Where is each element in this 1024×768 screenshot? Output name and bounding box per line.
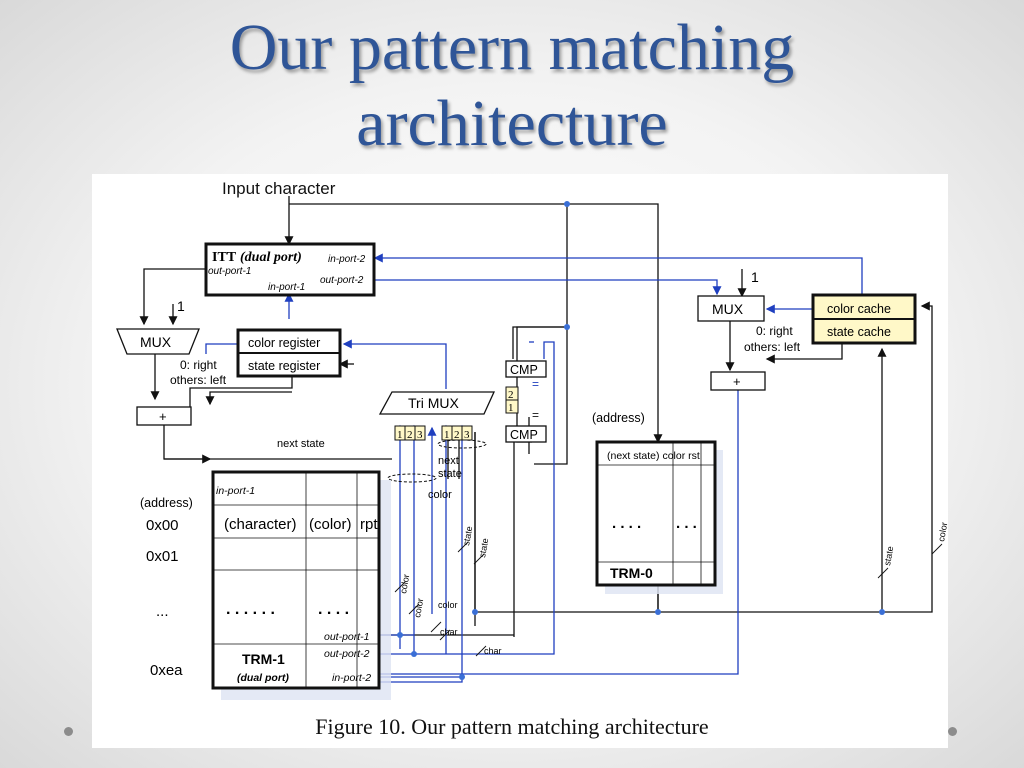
trm1-dots-2: . . . . — [318, 601, 349, 618]
tri-mux-a-1: 1 — [397, 429, 403, 441]
bus-slashes — [394, 541, 943, 657]
trm1-in-port-2: in-port-2 — [332, 672, 371, 684]
bullet-dot-left — [64, 727, 73, 736]
trm1-header-color: (color) — [309, 516, 352, 533]
trm1-header-character: (character) — [224, 516, 297, 533]
adder-left-symbol: + — [159, 409, 167, 424]
trm1-name: TRM-1 — [242, 651, 285, 667]
architecture-diagram: Input character ITT (dual port) in-port-… — [116, 179, 948, 700]
itt-out-port-2: out-port-2 — [320, 275, 364, 286]
input-character-label: Input character — [222, 179, 336, 198]
next-state-split-2: state — [438, 468, 462, 480]
junction-dots — [397, 201, 885, 680]
bus-state-c: state — [882, 545, 895, 566]
title-line-2: architecture — [356, 87, 668, 160]
adder-right-symbol: + — [733, 374, 741, 389]
tri-mux-select-1: 1 — [508, 402, 514, 414]
trm1-block: in-port-1 (character) (color) rpt . . . … — [211, 470, 391, 700]
black-wires — [139, 196, 933, 637]
bus-char-a: char — [440, 627, 458, 637]
mux-right-const: 1 — [751, 269, 759, 285]
mux-right-label: MUX — [712, 301, 744, 317]
cmp-top-eq: = — [532, 377, 539, 391]
mux-left-rule-1: 0: right — [180, 358, 217, 372]
itt-subtitle: (dual port) — [240, 250, 302, 265]
itt-in-port-1: in-port-1 — [268, 282, 305, 293]
tri-mux: Tri MUX 1 2 3 1 2 3 2 1 — [378, 386, 519, 441]
cmp-top: CMP = — [505, 360, 547, 391]
next-state-split-1: next — [438, 455, 459, 467]
bus-color-d: color — [936, 521, 948, 542]
tri-mux-label: Tri MUX — [408, 395, 459, 411]
cmp-bottom: CMP = — [505, 408, 547, 443]
trm1-out-port-1: out-port-1 — [324, 631, 370, 643]
color-split-label: color — [428, 489, 452, 501]
mux-right-rule-1: 0: right — [756, 324, 793, 338]
state-register: state register — [248, 359, 320, 373]
trm0-name: TRM-0 — [610, 565, 653, 581]
mux-left-const: 1 — [177, 298, 185, 314]
tri-mux-inputs-a: 1 2 3 — [394, 425, 426, 441]
itt-in-port-2: in-port-2 — [328, 254, 366, 265]
address-0x01: 0x01 — [146, 548, 179, 565]
address-label-left: (address) — [140, 496, 193, 510]
tri-mux-inputs-b: 1 2 3 — [441, 425, 473, 441]
slide-title: Our pattern matching architecture — [0, 10, 1024, 162]
mux-right: MUX 1 0: right others: left — [697, 269, 801, 354]
address-label-right: (address) — [592, 411, 645, 425]
bus-char-b: char — [484, 646, 502, 656]
tri-mux-b-2: 2 — [454, 429, 460, 441]
tri-mux-a-2: 2 — [407, 429, 413, 441]
trm0-header: (next state) color rst — [607, 450, 700, 462]
address-0xea: 0xea — [150, 662, 183, 679]
itt-block: ITT (dual port) in-port-2 out-port-1 out… — [204, 242, 376, 297]
trm0-block: (next state) color rst . . . . . . . TRM… — [595, 440, 723, 594]
color-register: color register — [248, 336, 320, 350]
tri-mux-select-2: 2 — [508, 389, 514, 401]
adder-left: + — [136, 406, 192, 426]
trm0-dots-2: . . . — [676, 515, 697, 532]
bus-state-b: state — [477, 537, 490, 558]
address-list: (address) 0x00 0x01 ... 0xea — [140, 496, 193, 679]
mux-left: MUX 1 0: right others: left — [116, 298, 227, 387]
trm1-header-rpt: rpt — [360, 516, 378, 533]
bus-state-a: state — [461, 525, 474, 546]
bus-color-b: color — [412, 597, 425, 618]
mux-left-rule-2: others: left — [170, 373, 227, 387]
trm0-dots-1: . . . . — [612, 515, 641, 532]
tri-mux-b-1: 1 — [444, 429, 450, 441]
bus-color-a: color — [398, 573, 411, 594]
blue-wires — [205, 253, 863, 683]
next-state-wire-label: next state — [277, 438, 325, 450]
address-0x00: 0x00 — [146, 517, 179, 534]
address-ellipsis: ... — [156, 603, 169, 620]
register-block: color register state register — [236, 328, 342, 378]
trm1-in-port-1: in-port-1 — [216, 485, 255, 497]
cmp-bottom-eq: = — [532, 408, 539, 422]
cmp-top-label: CMP — [510, 363, 538, 377]
adder-right: + — [710, 371, 766, 391]
tri-mux-a-3: 3 — [417, 429, 423, 441]
bullet-dot-right — [948, 727, 957, 736]
itt-title: ITT — [212, 250, 237, 265]
trm1-out-port-2: out-port-2 — [324, 648, 370, 660]
color-cache: color cache — [827, 302, 891, 316]
trm1-dots-1: . . . . . . — [226, 601, 275, 618]
cmp-bottom-label: CMP — [510, 428, 538, 442]
title-line-1: Our pattern matching — [229, 11, 795, 84]
tri-mux-b-3: 3 — [464, 429, 470, 441]
trm1-subname: (dual port) — [237, 672, 289, 684]
bus-labels: color color color char char state state … — [398, 521, 948, 656]
bus-color-c: color — [438, 600, 458, 610]
itt-out-port-1: out-port-1 — [208, 266, 251, 277]
mux-left-label: MUX — [140, 334, 172, 350]
cache-block: color cache state cache — [811, 293, 917, 345]
architecture-figure: Input character ITT (dual port) in-port-… — [92, 174, 948, 748]
mux-right-rule-2: others: left — [744, 340, 801, 354]
figure-caption: Figure 10. Our pattern matching architec… — [315, 714, 709, 739]
state-cache: state cache — [827, 325, 891, 339]
